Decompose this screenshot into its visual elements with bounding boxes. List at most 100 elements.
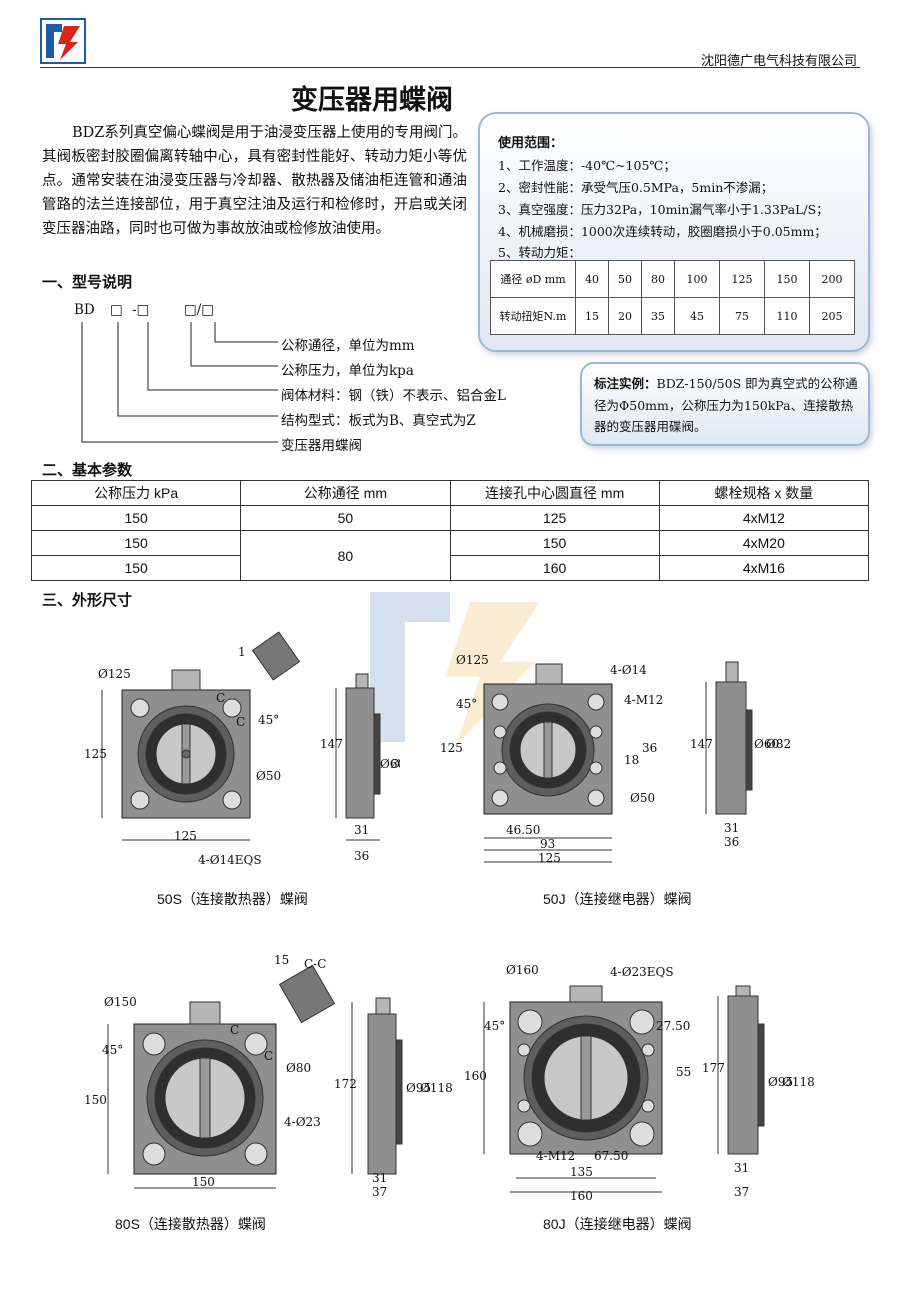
- dim-label: Ø60: [754, 737, 779, 751]
- table-cell: 150: [449, 530, 660, 556]
- dim-label: 4-Ø14: [610, 663, 647, 677]
- table-cell: 20: [608, 297, 642, 335]
- dim-label: 4-Ø14EQS: [198, 853, 262, 867]
- table-header-row: 公称压力 kPa 公称通径 mm 连接孔中心圆直径 mm 螺栓规格 x 数量: [30, 480, 870, 506]
- table-cell: 15: [575, 297, 609, 335]
- dim-label: 36: [642, 741, 657, 755]
- dim-label: 125: [538, 851, 561, 865]
- model-prefix: BD: [74, 302, 95, 318]
- table-cell: 205: [809, 297, 855, 335]
- model-label-diameter: 公称通径，单位为mm: [281, 338, 415, 354]
- dim-label: Ø50: [256, 769, 281, 783]
- model-leader-lines: [81, 322, 278, 443]
- dim-label: 55: [676, 1065, 691, 1079]
- table-cell: 100: [674, 260, 720, 298]
- dim-label: 135: [570, 1165, 593, 1179]
- dim-label: 93: [540, 837, 555, 851]
- table-header: 连接孔中心圆直径 mm: [449, 480, 660, 506]
- dim-label: 18: [624, 753, 639, 767]
- table-cell: 150: [30, 530, 242, 556]
- table-cell: 4xM12: [658, 505, 870, 531]
- dim-label: 37: [734, 1185, 749, 1199]
- dim-label: C: [236, 715, 245, 729]
- dim-label: Ø50: [630, 791, 655, 805]
- usage-line: 4、机械磨损：1000次连续转动，胶圈磨损小于0.05mm；: [498, 224, 827, 239]
- example-text: BDZ-150/50S 即为真空式的公称通径为Φ50mm，公称压力为150kPa…: [594, 376, 858, 434]
- dim-label: 45°: [484, 1019, 505, 1033]
- dim-label: 67.50: [594, 1149, 628, 1163]
- section-dims: 三、外形尺寸: [42, 592, 133, 609]
- dim-label: 31: [372, 1171, 387, 1185]
- example-box: 标注实例：BDZ-150/50S 即为真空式的公称通径为Φ50mm，公称压力为1…: [580, 362, 870, 446]
- dim-label: 45°: [102, 1043, 123, 1057]
- watermark-logo: [370, 592, 540, 747]
- caption-80j: 80J（连接继电器）蝶阀: [543, 1216, 692, 1232]
- dim-label: Ø95: [406, 1081, 431, 1095]
- table-cell: 40: [575, 260, 609, 298]
- table-header: 公称通径 mm: [240, 480, 451, 506]
- table-cell: 80: [240, 530, 451, 581]
- model-label-material: 阀体材料：钢（铁）不表示、铝合金L: [281, 388, 506, 404]
- dim-label: 177: [702, 1061, 725, 1075]
- dim-label: 45°: [456, 697, 477, 711]
- drawing-80s: 15 C-C Ø150 45° C C Ø80 150 4-Ø23 150 17…: [84, 953, 453, 1199]
- example-label: 标注实例：: [594, 377, 657, 391]
- dim-label: 37: [372, 1185, 387, 1199]
- table-cell: 转动扭矩N.m: [490, 297, 576, 335]
- usage-line: 3、真空强度：压力32Pa，10min漏气率小于1.33PaL/S；: [498, 202, 829, 217]
- dim-label: 4-Ø23EQS: [610, 965, 674, 979]
- table-cell: 150: [30, 505, 242, 531]
- usage-range-box: 使用范围： 1、工作温度：-40℃~105℃； 2、密封性能：承受气压0.5MP…: [478, 112, 870, 352]
- table-cell: 110: [764, 297, 810, 335]
- table-cell: 35: [641, 297, 675, 335]
- dim-label: 4-M12: [624, 693, 663, 707]
- usage-line: 1、工作温度：-40℃~105℃；: [498, 158, 676, 173]
- dim-label: 46.50: [506, 823, 540, 837]
- usage-line: 5、转动力矩：: [498, 245, 581, 260]
- table-header: 螺栓规格 x 数量: [658, 480, 870, 506]
- dim-label: 4-M12: [536, 1149, 575, 1163]
- dim-label: 27.50: [656, 1019, 690, 1033]
- dim-label: 31: [724, 821, 739, 835]
- caption-50s: 50S（连接散热器）蝶阀: [157, 891, 308, 907]
- table-cell: 4xM16: [658, 555, 870, 581]
- model-box1: □: [110, 302, 123, 318]
- table-cell: 45: [674, 297, 720, 335]
- dim-label: 36: [354, 849, 369, 863]
- dim-label: 160: [464, 1069, 487, 1083]
- table-cell: 50: [240, 505, 451, 531]
- model-label-structure: 结构型式：板式为B、真空式为Z: [281, 413, 476, 429]
- table-row: 转动扭矩N.m 15 20 35 45 75 110 205: [490, 297, 855, 335]
- dim-label: 150: [192, 1175, 215, 1189]
- dim-label: Ø82: [766, 737, 791, 751]
- usage-title: 使用范围：: [498, 135, 564, 150]
- dim-label: 36: [724, 835, 739, 849]
- section-params: 二、基本参数: [42, 462, 133, 479]
- table-cell: 4xM20: [658, 530, 870, 556]
- dim-label: 15: [274, 953, 289, 967]
- company-name: 沈阳德广电气科技有限公司: [700, 53, 857, 68]
- dim-label: Ø118: [782, 1075, 815, 1089]
- dim-label: 147: [690, 737, 713, 751]
- dim-label: 125: [174, 829, 197, 843]
- model-label-pressure: 公称压力，单位为kpa: [281, 363, 414, 379]
- table-row: 150 50 125 4xM12: [30, 505, 870, 531]
- params-table: 公称压力 kPa 公称通径 mm 连接孔中心圆直径 mm 螺栓规格 x 数量 1…: [30, 480, 870, 581]
- dim-label: 150: [84, 1093, 107, 1107]
- dim-label: Ø150: [104, 995, 137, 1009]
- dim-label: 147: [320, 737, 343, 751]
- table-row: 150 160 4xM16: [30, 555, 870, 581]
- dim-label: Ø118: [420, 1081, 453, 1095]
- usage-line: 2、密封性能：承受气压0.5MPa，5min不渗漏；: [498, 180, 774, 195]
- caption-50j: 50J（连接继电器）蝶阀: [543, 891, 692, 907]
- dim-label: 125: [440, 741, 463, 755]
- dim-label: C: [216, 691, 225, 705]
- dim-label: Ø95: [768, 1075, 793, 1089]
- table-header: 公称压力 kPa: [30, 480, 242, 506]
- section-model: 一、型号说明: [42, 274, 133, 291]
- dim-label: Ø125: [456, 653, 489, 667]
- dim-label: Ø160: [506, 963, 539, 977]
- model-box3: □/□: [184, 302, 215, 318]
- intro-paragraph: BDZ系列真空偏心蝶阀是用于油浸变压器上使用的专用阀门。其阀板密封胶圈偏离转轴中…: [42, 125, 467, 237]
- dim-label: 1: [238, 645, 246, 659]
